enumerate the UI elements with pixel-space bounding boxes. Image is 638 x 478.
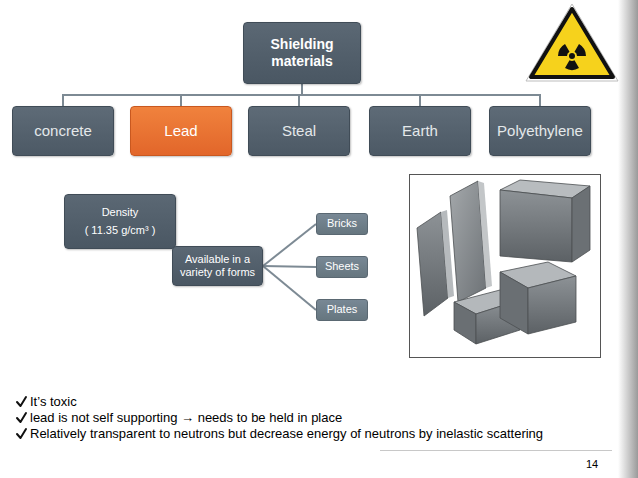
connector-line bbox=[181, 84, 302, 106]
material-box: Earth bbox=[369, 106, 471, 156]
material-box-highlight: Lead bbox=[130, 106, 232, 156]
footer-rule bbox=[380, 450, 612, 451]
node-text: Shielding materials bbox=[248, 36, 356, 70]
page-number: 14 bbox=[586, 456, 616, 472]
material-box: Polyethylene bbox=[489, 106, 591, 156]
bullet-text: lead is not self supporting → needs to b… bbox=[30, 410, 620, 426]
node-text: Lead bbox=[164, 122, 197, 140]
connector-line bbox=[263, 224, 316, 266]
form-box: Bricks bbox=[316, 213, 368, 235]
property-box: Available in a variety of forms bbox=[172, 246, 263, 286]
root-box: Shielding materials bbox=[243, 22, 361, 84]
node-text: Plates bbox=[327, 303, 358, 316]
connector-line bbox=[302, 84, 540, 106]
connector-line bbox=[263, 266, 316, 267]
node-text: Available in a variety of forms bbox=[177, 253, 258, 279]
form-box: Sheets bbox=[316, 256, 368, 278]
connector-line bbox=[263, 266, 316, 310]
node-text: Earth bbox=[402, 122, 438, 140]
node-text: Polyethylene bbox=[497, 122, 583, 140]
form-box: Plates bbox=[316, 299, 368, 321]
radiation-sign bbox=[526, 4, 618, 81]
connector-line bbox=[63, 84, 302, 106]
lead-bricks-photo bbox=[410, 175, 601, 358]
node-text: Sheets bbox=[325, 260, 359, 273]
bullet-text: It’s toxic bbox=[30, 394, 620, 410]
node-text: Steal bbox=[282, 122, 316, 140]
check-bullets bbox=[17, 397, 26, 438]
material-box: concrete bbox=[12, 106, 114, 156]
node-text: concrete bbox=[34, 122, 92, 140]
property-box: Density ( 11.35 g/cm³ ) bbox=[64, 194, 176, 249]
node-text: ( 11.35 g/cm³ ) bbox=[85, 224, 156, 237]
bullet-text: Relatively transparent to neutrons but d… bbox=[30, 426, 626, 442]
node-text: Density bbox=[102, 206, 139, 219]
node-text: Bricks bbox=[327, 217, 357, 230]
material-box: Steal bbox=[248, 106, 350, 156]
edge-shadow bbox=[618, 0, 638, 478]
